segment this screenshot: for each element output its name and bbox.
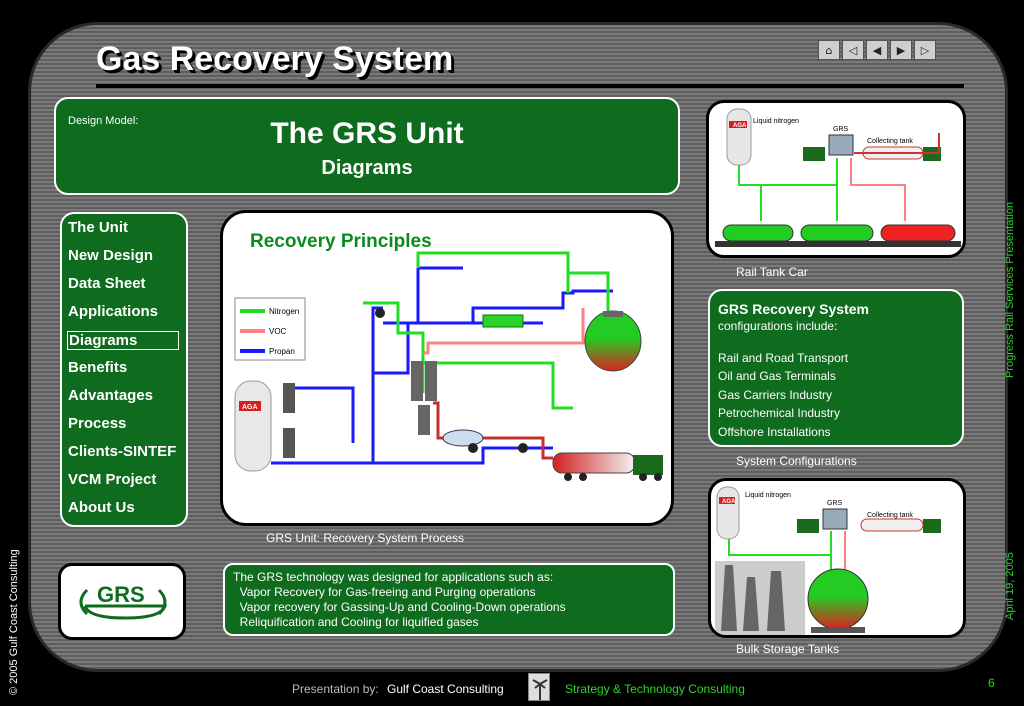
menu-item-data-sheet[interactable]: Data Sheet: [68, 275, 146, 292]
diagram-heading: Recovery Principles: [250, 231, 432, 252]
page-title: Gas Recovery System: [96, 40, 454, 78]
storage-liquid-nitrogen-label: Liquid nitrogen: [745, 492, 791, 499]
config-item: Offshore Installations: [718, 425, 831, 439]
menu-item-diagrams[interactable]: Diagrams: [67, 331, 179, 350]
legend-nitrogen: Nitrogen: [269, 307, 299, 316]
home-icon[interactable]: ⌂: [818, 40, 840, 60]
menu-item-clients-sintef[interactable]: Clients-SINTEF: [68, 443, 177, 460]
legend-voc: VOC: [269, 327, 287, 336]
rail-diagram: AGA Liquid nitrogen GRS Collecting tank: [715, 108, 961, 247]
unit-title: The GRS Unit: [270, 117, 464, 150]
menu-item-benefits[interactable]: Benefits: [68, 359, 128, 376]
next-icon[interactable]: ▶: [890, 40, 912, 60]
diagram-caption: GRS Unit: Recovery System Process: [266, 531, 465, 545]
date-side: April 19, 2005: [1004, 552, 1016, 620]
storage-caption: Bulk Storage Tanks: [736, 642, 840, 656]
grs-logo-icon: [79, 588, 168, 620]
menu-item-applications[interactable]: Applications: [68, 303, 159, 320]
menu-item-vcm-project[interactable]: VCM Project: [68, 471, 157, 488]
tech-line-2: Vapor Recovery for Gas-freeing and Purgi…: [233, 585, 536, 599]
process-diagram: Nitrogen VOC Propan AGA: [234, 251, 663, 481]
presentation-title-side: Progress Rail Services Presentation: [1004, 201, 1016, 378]
first-icon[interactable]: ◁: [842, 40, 864, 60]
config-item: Rail and Road Transport: [718, 351, 849, 365]
menu-item-the-unit[interactable]: The Unit: [68, 219, 128, 236]
config-subtitle: configurations include:: [718, 319, 838, 333]
storage-aga-label: AGA: [722, 499, 736, 505]
menu-item-new-design[interactable]: New Design: [68, 247, 154, 264]
rail-collecting-tank-label: Collecting tank: [867, 138, 913, 145]
footer-company: Gulf Coast Consulting: [387, 682, 504, 696]
storage-diagram: AGA Liquid nitrogen GRS Collecting tank: [715, 486, 941, 635]
rail-aga-label: AGA: [733, 123, 747, 129]
slide-navigation: ⌂ ◁ ◀ ▶ ▷: [818, 40, 936, 60]
title-divider: [96, 84, 964, 88]
menu-item-process[interactable]: Process: [68, 415, 127, 432]
tech-line-1: The GRS technology was designed for appl…: [233, 570, 554, 584]
bulk-storage-panel: AGA Liquid nitrogen GRS Collecting tank: [708, 478, 966, 638]
menu-item-advantages[interactable]: Advantages: [68, 387, 154, 404]
recovery-diagram-panel: Recovery Principles Nitrogen VOC Propan …: [220, 210, 674, 526]
design-model-label: Design Model:: [68, 115, 139, 127]
rail-caption: Rail Tank Car: [736, 265, 808, 279]
palm-logo-icon: [528, 673, 550, 701]
config-item: Gas Carriers Industry: [718, 388, 833, 402]
unit-subtitle: Diagrams: [321, 157, 413, 179]
copyright-text: © 2005 Gulf Coast Consulting: [8, 549, 20, 695]
config-item: Petrochemical Industry: [718, 406, 841, 420]
last-icon[interactable]: ▷: [914, 40, 936, 60]
header-panel: Design Model: The GRS Unit Diagrams: [54, 97, 680, 195]
technology-panel: The GRS technology was designed for appl…: [223, 563, 675, 636]
config-title: GRS Recovery System: [718, 301, 869, 317]
configurations-panel: GRS Recovery System configurations inclu…: [708, 289, 964, 447]
side-menu: The Unit New Design Data Sheet Applicati…: [60, 212, 188, 527]
tech-line-3: Vapor recovery for Gassing-Up and Coolin…: [233, 600, 566, 614]
rail-tank-panel: AGA Liquid nitrogen GRS Collecting tank: [706, 100, 966, 258]
grs-logo-panel: GRS: [58, 563, 186, 640]
config-caption: System Configurations: [736, 454, 857, 468]
config-item: Oil and Gas Terminals: [718, 369, 836, 383]
footer-presentation-by: Presentation by:: [292, 682, 379, 696]
prev-icon[interactable]: ◀: [866, 40, 888, 60]
grs-logo-text: GRS: [97, 582, 145, 607]
rail-grs-label: GRS: [833, 126, 849, 133]
storage-grs-label: GRS: [827, 500, 843, 507]
tech-line-4: Reliquification and Cooling for liquifie…: [233, 615, 479, 629]
rail-liquid-nitrogen-label: Liquid nitrogen: [753, 118, 799, 125]
storage-collecting-tank-label: Collecting tank: [867, 512, 913, 519]
page-number: 6: [988, 676, 995, 690]
footer-tagline: Strategy & Technology Consulting: [565, 682, 745, 696]
aga-label-text: AGA: [242, 404, 258, 411]
menu-item-about-us[interactable]: About Us: [68, 499, 135, 516]
aga-label-icon: [239, 401, 261, 411]
legend-propan: Propan: [269, 347, 295, 356]
